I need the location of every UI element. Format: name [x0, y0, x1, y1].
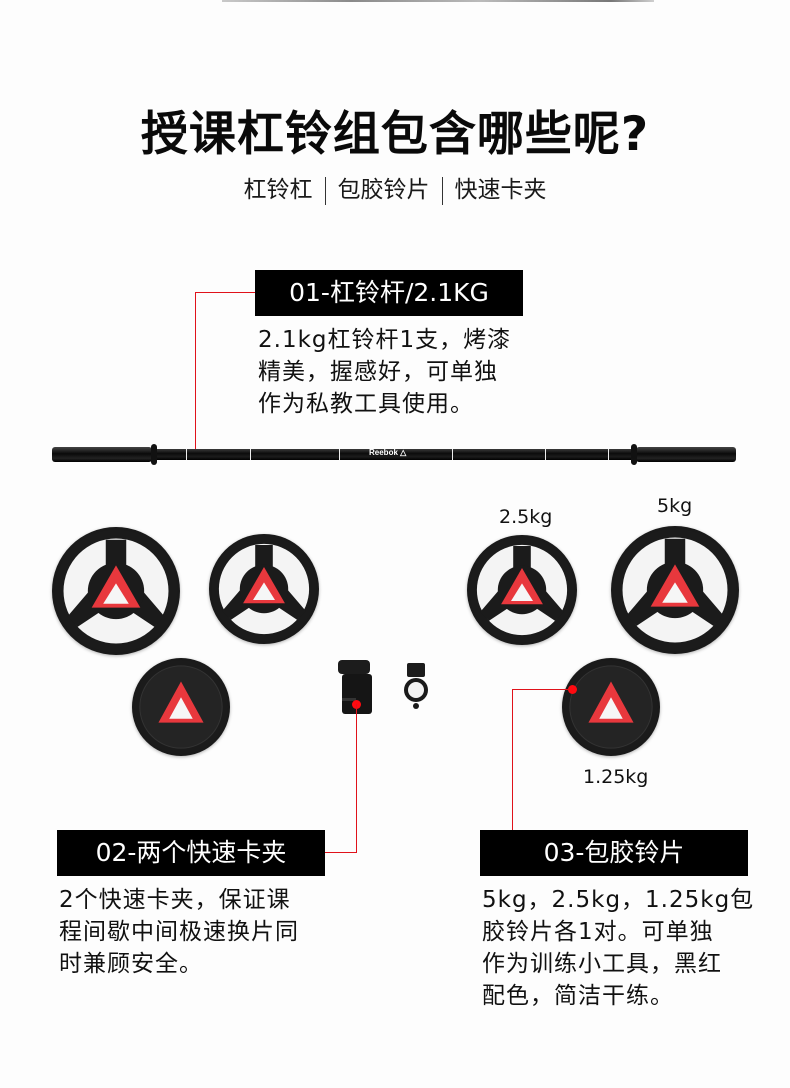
separator	[324, 176, 326, 205]
weight-label-1-25kg: 1.25kg	[583, 766, 649, 788]
bar-mark	[545, 449, 546, 460]
logo-text: Reebok	[369, 448, 398, 457]
callout-line-02	[356, 704, 357, 853]
reebok-logo: Reebok △	[369, 448, 406, 457]
quick-clip-open	[402, 663, 430, 713]
section-02-desc: 2个快速卡夹，保证课 程间歇中间极速换片同 时兼顾安全。	[59, 884, 349, 980]
solid-plate-icon	[133, 659, 229, 755]
clip-closed-icon	[338, 660, 372, 714]
subtitle-item-barbell: 杠铃杠	[243, 177, 313, 203]
plate-1-25kg-right	[562, 658, 660, 756]
reebok-delta-icon: △	[400, 448, 407, 457]
bar-mark	[608, 449, 609, 460]
plate-1-25kg-left	[132, 658, 230, 756]
subtitle-item-clips: 快速卡夹	[454, 177, 547, 203]
section-02-label: 02-两个快速卡夹	[57, 830, 325, 876]
desc-line: 作为私教工具使用。	[258, 391, 474, 417]
weight-label-2-5kg: 2.5kg	[499, 506, 553, 528]
plate-5kg-right	[611, 526, 739, 654]
bar-mark	[250, 449, 251, 460]
bar-mark	[186, 449, 187, 460]
weight-label-5kg: 5kg	[657, 495, 693, 517]
solid-plate-icon	[563, 659, 659, 755]
open-plate-icon	[211, 536, 317, 642]
open-plate-icon	[469, 537, 575, 643]
desc-line: 精美，握感好，可单独	[258, 359, 498, 385]
page-title: 授课杠铃组包含哪些呢?	[140, 107, 650, 162]
separator	[441, 176, 443, 205]
section-01-desc: 2.1kg杠铃杆1支，烤漆 精美，握感好，可单独 作为私教工具使用。	[258, 324, 558, 420]
open-plate-icon	[54, 529, 178, 653]
callout-line-03	[512, 689, 570, 690]
desc-line: 作为训练小工具，黑红	[482, 951, 722, 977]
bar-mark	[452, 449, 453, 460]
top-image-edge	[222, 0, 654, 2]
desc-line: 程间歇中间极速换片同	[59, 919, 299, 945]
desc-line: 2.1kg杠铃杆1支，烤漆	[258, 327, 512, 353]
subtitle: 杠铃杠包胶铃片快速卡夹	[0, 170, 790, 205]
bar-mark	[339, 449, 340, 460]
section-01-label: 01-杠铃杆/2.1KG	[255, 270, 523, 316]
plate-5kg-left	[52, 527, 180, 655]
clip-open-icon	[404, 663, 428, 709]
desc-line: 胶铃片各1对。可单独	[482, 919, 714, 945]
callout-line-01	[195, 292, 196, 453]
quick-clip-closed	[338, 660, 372, 715]
barbell-sleeve-right	[636, 447, 736, 462]
desc-line: 5kg，2.5kg，1.25kg包	[482, 887, 755, 913]
callout-line-02	[325, 852, 357, 853]
section-03-label: 03-包胶铃片	[480, 830, 748, 876]
section-03-desc: 5kg，2.5kg，1.25kg包 胶铃片各1对。可单独 作为训练小工具，黑红 …	[482, 884, 772, 1012]
callout-line-01	[195, 292, 255, 293]
barbell-sleeve-left	[52, 447, 152, 462]
barbell-shaft	[154, 449, 634, 460]
callout-line-03	[512, 689, 513, 830]
plate-2-5kg-right	[467, 535, 577, 645]
plate-2-5kg-left	[209, 534, 319, 644]
desc-line: 时兼顾安全。	[59, 951, 203, 977]
subtitle-item-plates: 包胶铃片	[337, 177, 430, 203]
open-plate-icon	[613, 528, 737, 652]
desc-line: 配色，简洁干练。	[482, 983, 674, 1009]
desc-line: 2个快速卡夹，保证课	[59, 887, 291, 913]
callout-dot-03	[568, 685, 577, 694]
barbell-collar-right	[631, 444, 637, 465]
barbell-collar-left	[151, 444, 157, 465]
